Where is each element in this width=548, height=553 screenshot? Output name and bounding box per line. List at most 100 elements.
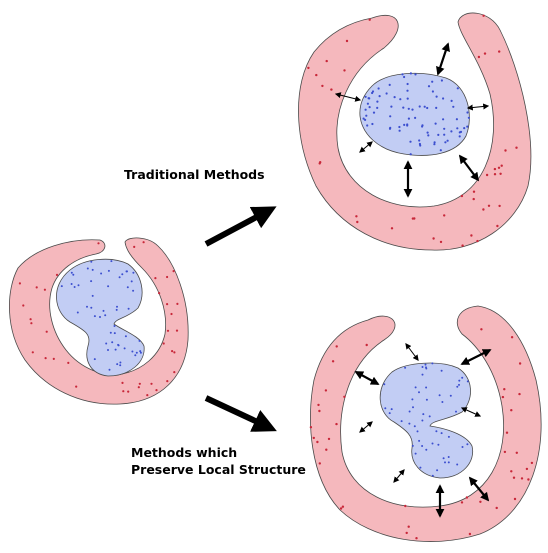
data-point [436,469,438,471]
data-point [121,382,123,384]
data-point [389,127,391,129]
data-point [415,537,417,539]
data-point [110,332,112,334]
data-point [315,74,317,76]
data-point [136,352,138,354]
data-point [433,143,435,145]
data-point [415,386,417,388]
data-point [389,84,391,86]
data-point [409,141,411,143]
data-point [128,308,130,310]
data-point [391,227,393,229]
data-point [369,106,371,108]
data-point [372,90,374,92]
data-point [439,394,441,396]
data-point [114,325,116,327]
data-point [72,274,74,276]
data-point [426,107,428,109]
data-point [403,76,405,78]
data-point [369,19,371,21]
data-point [456,118,458,120]
data-point [404,505,406,507]
data-point [325,389,327,391]
data-point [498,205,500,207]
data-point [343,396,345,398]
data-point [418,391,420,393]
data-point [435,123,437,125]
data-point [494,173,496,175]
data-point [447,140,449,142]
data-point [408,423,410,425]
data-point [432,475,434,477]
data-point [419,467,421,469]
data-point [119,362,121,364]
data-point [407,83,409,85]
data-point [32,351,34,353]
data-point [363,118,365,120]
data-point [150,383,152,385]
data-point [422,413,424,415]
data-point [394,96,396,98]
data-point [336,345,338,347]
data-point [401,73,403,75]
data-point [448,436,450,438]
data-point [104,314,106,316]
preserve-local-structure-label: Methods which Preserve Local Structure [131,444,306,478]
data-point [459,135,461,137]
data-point [412,445,414,447]
data-point [411,398,413,400]
data-point [521,477,523,479]
data-point [74,286,76,288]
data-point [71,272,73,274]
data-point [401,420,403,422]
data-point [53,358,55,360]
data-point [460,131,462,133]
data-point [451,100,453,102]
data-point [391,408,393,410]
data-point [443,134,445,136]
data-point [108,270,110,272]
data-point [412,217,414,219]
data-point [30,322,32,324]
original-data-group [9,238,188,404]
data-point [518,393,520,395]
data-point [424,106,426,108]
data-point [111,341,113,343]
data-point [441,79,443,81]
data-point [514,498,516,500]
data-point [67,362,69,364]
data-point [383,383,385,385]
data-point [399,98,401,100]
arrow-to-local-structure [206,398,266,426]
data-point [92,295,94,297]
data-point [389,412,391,414]
data-point [77,312,79,314]
data-point [510,470,512,472]
data-point [155,389,157,391]
data-point [426,399,428,401]
data-point [410,72,412,74]
data-point [379,95,381,97]
data-point [310,426,312,428]
data-point [176,330,178,332]
data-point [419,105,421,107]
data-point [376,101,378,103]
data-point [412,406,414,408]
data-point [325,449,327,451]
data-point [427,132,429,134]
data-point [75,386,77,388]
data-point [480,328,482,330]
data-point [173,351,175,353]
data-point [110,260,112,262]
data-point [408,526,410,528]
data-point [119,276,121,278]
data-point [458,380,460,382]
data-point [365,96,367,98]
data-point [468,117,470,119]
data-point [166,276,168,278]
data-point [421,420,423,422]
data-point [425,449,427,451]
data-point [418,440,420,442]
data-point [316,441,318,443]
data-point [515,147,517,149]
